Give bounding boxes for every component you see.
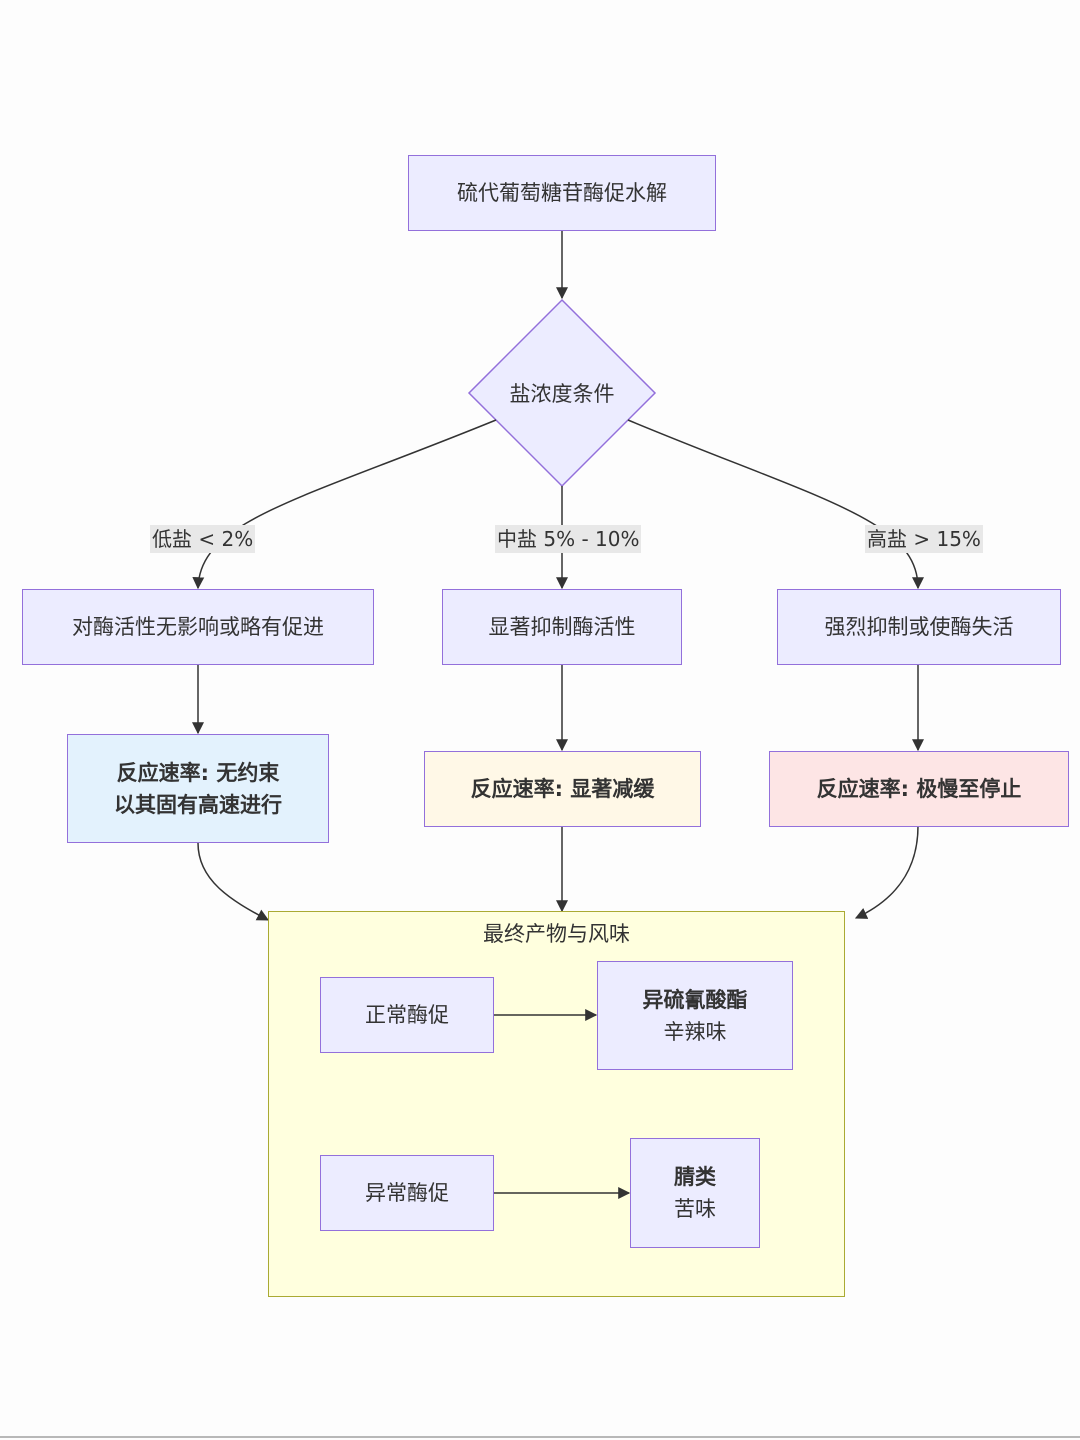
rate-low-line2: 以其固有高速进行	[114, 792, 282, 817]
edge-label-high-salt: 高盐 > 15%	[865, 525, 983, 553]
abnormal-enzymatic-label: 异常酶促	[365, 1181, 449, 1205]
rate-mid-node: 反应速率: 显著减缓	[424, 751, 701, 827]
edge-decision-low	[192, 419, 497, 590]
rate-mid-label: 反应速率: 显著减缓	[470, 777, 655, 801]
nitrile-subtitle: 苦味	[674, 1197, 716, 1221]
isothiocyanate-subtitle: 辛辣味	[663, 1019, 727, 1044]
rate-low-node: 反应速率: 无约束 以其固有高速进行	[67, 734, 329, 843]
edge-label-mid-salt: 中盐 5% - 10%	[495, 525, 642, 553]
isothiocyanate-node: 异硫氰酸酯 辛辣味	[597, 961, 793, 1070]
edge-rate-low-cluster	[197, 842, 270, 921]
edge-rate-high-cluster	[854, 825, 919, 919]
nitrile-node: 腈类 苦味	[630, 1138, 760, 1248]
effect-low-label: 对酶活性无影响或略有促进	[72, 615, 324, 639]
nitrile-title: 腈类	[674, 1165, 716, 1189]
rate-high-label: 反应速率: 极慢至停止	[816, 777, 1022, 801]
rate-low-line1: 反应速率: 无约束	[116, 760, 280, 785]
edge-label-low-salt: 低盐 < 2%	[150, 525, 256, 553]
effect-mid-node: 显著抑制酶活性	[442, 589, 682, 665]
cluster-title: 最终产物与风味	[483, 922, 630, 946]
decision-node-label: 盐浓度条件	[509, 382, 615, 406]
effect-high-label: 强烈抑制或使酶失活	[824, 615, 1014, 639]
normal-enzymatic-label: 正常酶促	[365, 1003, 449, 1027]
effect-mid-label: 显著抑制酶活性	[488, 615, 636, 639]
effect-high-node: 强烈抑制或使酶失活	[777, 589, 1061, 665]
normal-enzymatic-node: 正常酶促	[320, 977, 494, 1053]
start-node-label: 硫代葡萄糖苷酶促水解	[457, 181, 667, 205]
bottom-divider	[0, 1436, 1080, 1438]
rate-high-node: 反应速率: 极慢至停止	[769, 751, 1069, 827]
edge-decision-high	[627, 419, 924, 590]
effect-low-node: 对酶活性无影响或略有促进	[22, 589, 374, 665]
isothiocyanate-title: 异硫氰酸酯	[642, 987, 748, 1012]
start-node: 硫代葡萄糖苷酶促水解	[408, 155, 716, 231]
abnormal-enzymatic-node: 异常酶促	[320, 1155, 494, 1231]
